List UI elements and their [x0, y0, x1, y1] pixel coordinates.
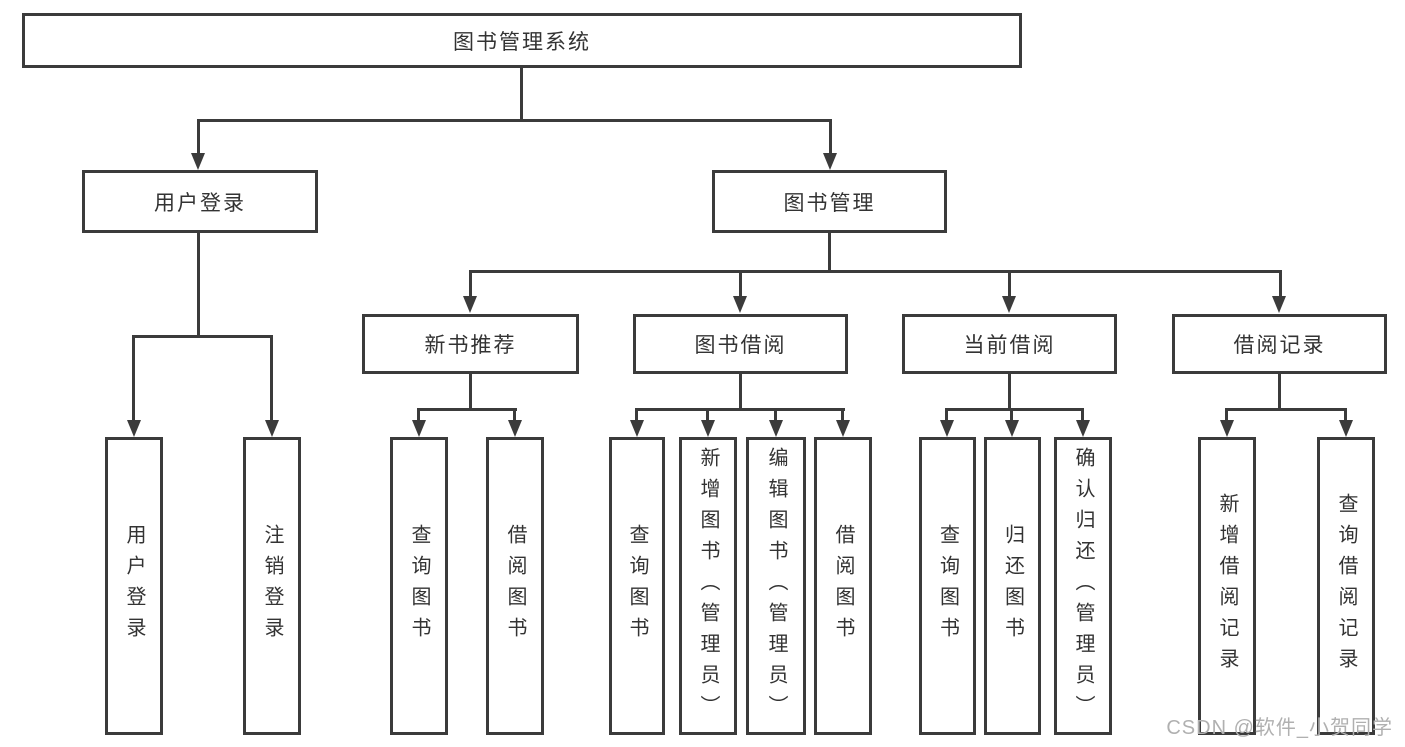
connector-line [197, 119, 832, 122]
node-user-login: 用户登录 [82, 170, 318, 233]
connector-line [1279, 273, 1282, 297]
arrow-down-icon [940, 420, 954, 437]
arrow-down-icon [1005, 420, 1019, 437]
arrow-down-icon [733, 296, 747, 313]
connector-line [774, 411, 777, 421]
node-root: 图书管理系统 [22, 13, 1022, 68]
node-borrowing-records: 借阅记录 [1172, 314, 1387, 374]
node-book-management: 图书管理 [712, 170, 947, 233]
connector-line [706, 411, 709, 421]
arrow-down-icon [508, 420, 522, 437]
arrow-down-icon [1002, 296, 1016, 313]
connector-line [197, 232, 200, 335]
connector-line [469, 373, 472, 408]
arrow-down-icon [412, 420, 426, 437]
connector-line [469, 270, 1282, 273]
leaf-return-book: 归还图书 [984, 437, 1041, 735]
leaf-logout: 注销登录 [243, 437, 301, 735]
connector-line [945, 411, 948, 421]
arrow-down-icon [836, 420, 850, 437]
leaf-confirm-return-admin: 确认归还（管理员） [1054, 437, 1112, 735]
arrow-down-icon [823, 153, 837, 170]
connector-line [1225, 411, 1228, 421]
leaf-edit-book-admin: 编辑图书（管理员） [746, 437, 806, 735]
connector-line [1081, 411, 1084, 421]
leaf-query-borrow-record: 查询借阅记录 [1317, 437, 1375, 735]
arrow-down-icon [769, 420, 783, 437]
connector-line [1278, 373, 1281, 408]
connector-line [739, 273, 742, 297]
connector-line [417, 408, 517, 411]
arrow-down-icon [630, 420, 644, 437]
node-current-borrowing: 当前借阅 [902, 314, 1117, 374]
leaf-borrow-book-recommend: 借阅图书 [486, 437, 544, 735]
arrow-down-icon [265, 420, 279, 437]
leaf-borrow-book-borrowing: 借阅图书 [814, 437, 872, 735]
arrow-down-icon [127, 420, 141, 437]
connector-line [270, 338, 273, 421]
node-new-book-recommend: 新书推荐 [362, 314, 579, 374]
arrow-down-icon [1076, 420, 1090, 437]
connector-line [828, 232, 831, 270]
connector-line [469, 273, 472, 297]
connector-line [513, 411, 516, 421]
connector-line [635, 411, 638, 421]
connector-line [197, 122, 200, 154]
arrow-down-icon [1339, 420, 1353, 437]
connector-line [1008, 273, 1011, 297]
connector-line [945, 408, 1084, 411]
connector-line [132, 338, 135, 421]
connector-line [417, 411, 420, 421]
connector-line [1344, 411, 1347, 421]
connector-line [132, 335, 273, 338]
connector-line [520, 67, 523, 119]
arrow-down-icon [1272, 296, 1286, 313]
connector-line [635, 408, 845, 411]
leaf-query-book-current: 查询图书 [919, 437, 976, 735]
connector-line [841, 411, 844, 421]
arrow-down-icon [1220, 420, 1234, 437]
leaf-add-borrow-record: 新增借阅记录 [1198, 437, 1256, 735]
node-book-borrowing: 图书借阅 [633, 314, 848, 374]
arrow-down-icon [191, 153, 205, 170]
leaf-add-book-admin: 新增图书（管理员） [679, 437, 737, 735]
connector-line [739, 373, 742, 408]
arrow-down-icon [701, 420, 715, 437]
csdn-watermark: CSDN @软件_小贺同学 [1166, 717, 1393, 739]
connector-line [829, 122, 832, 154]
leaf-query-book-borrowing: 查询图书 [609, 437, 665, 735]
arrow-down-icon [463, 296, 477, 313]
connector-line [1010, 411, 1013, 421]
connector-line [1225, 408, 1347, 411]
leaf-query-book-recommend: 查询图书 [390, 437, 448, 735]
connector-line [1008, 373, 1011, 408]
leaf-user-login: 用户登录 [105, 437, 163, 735]
